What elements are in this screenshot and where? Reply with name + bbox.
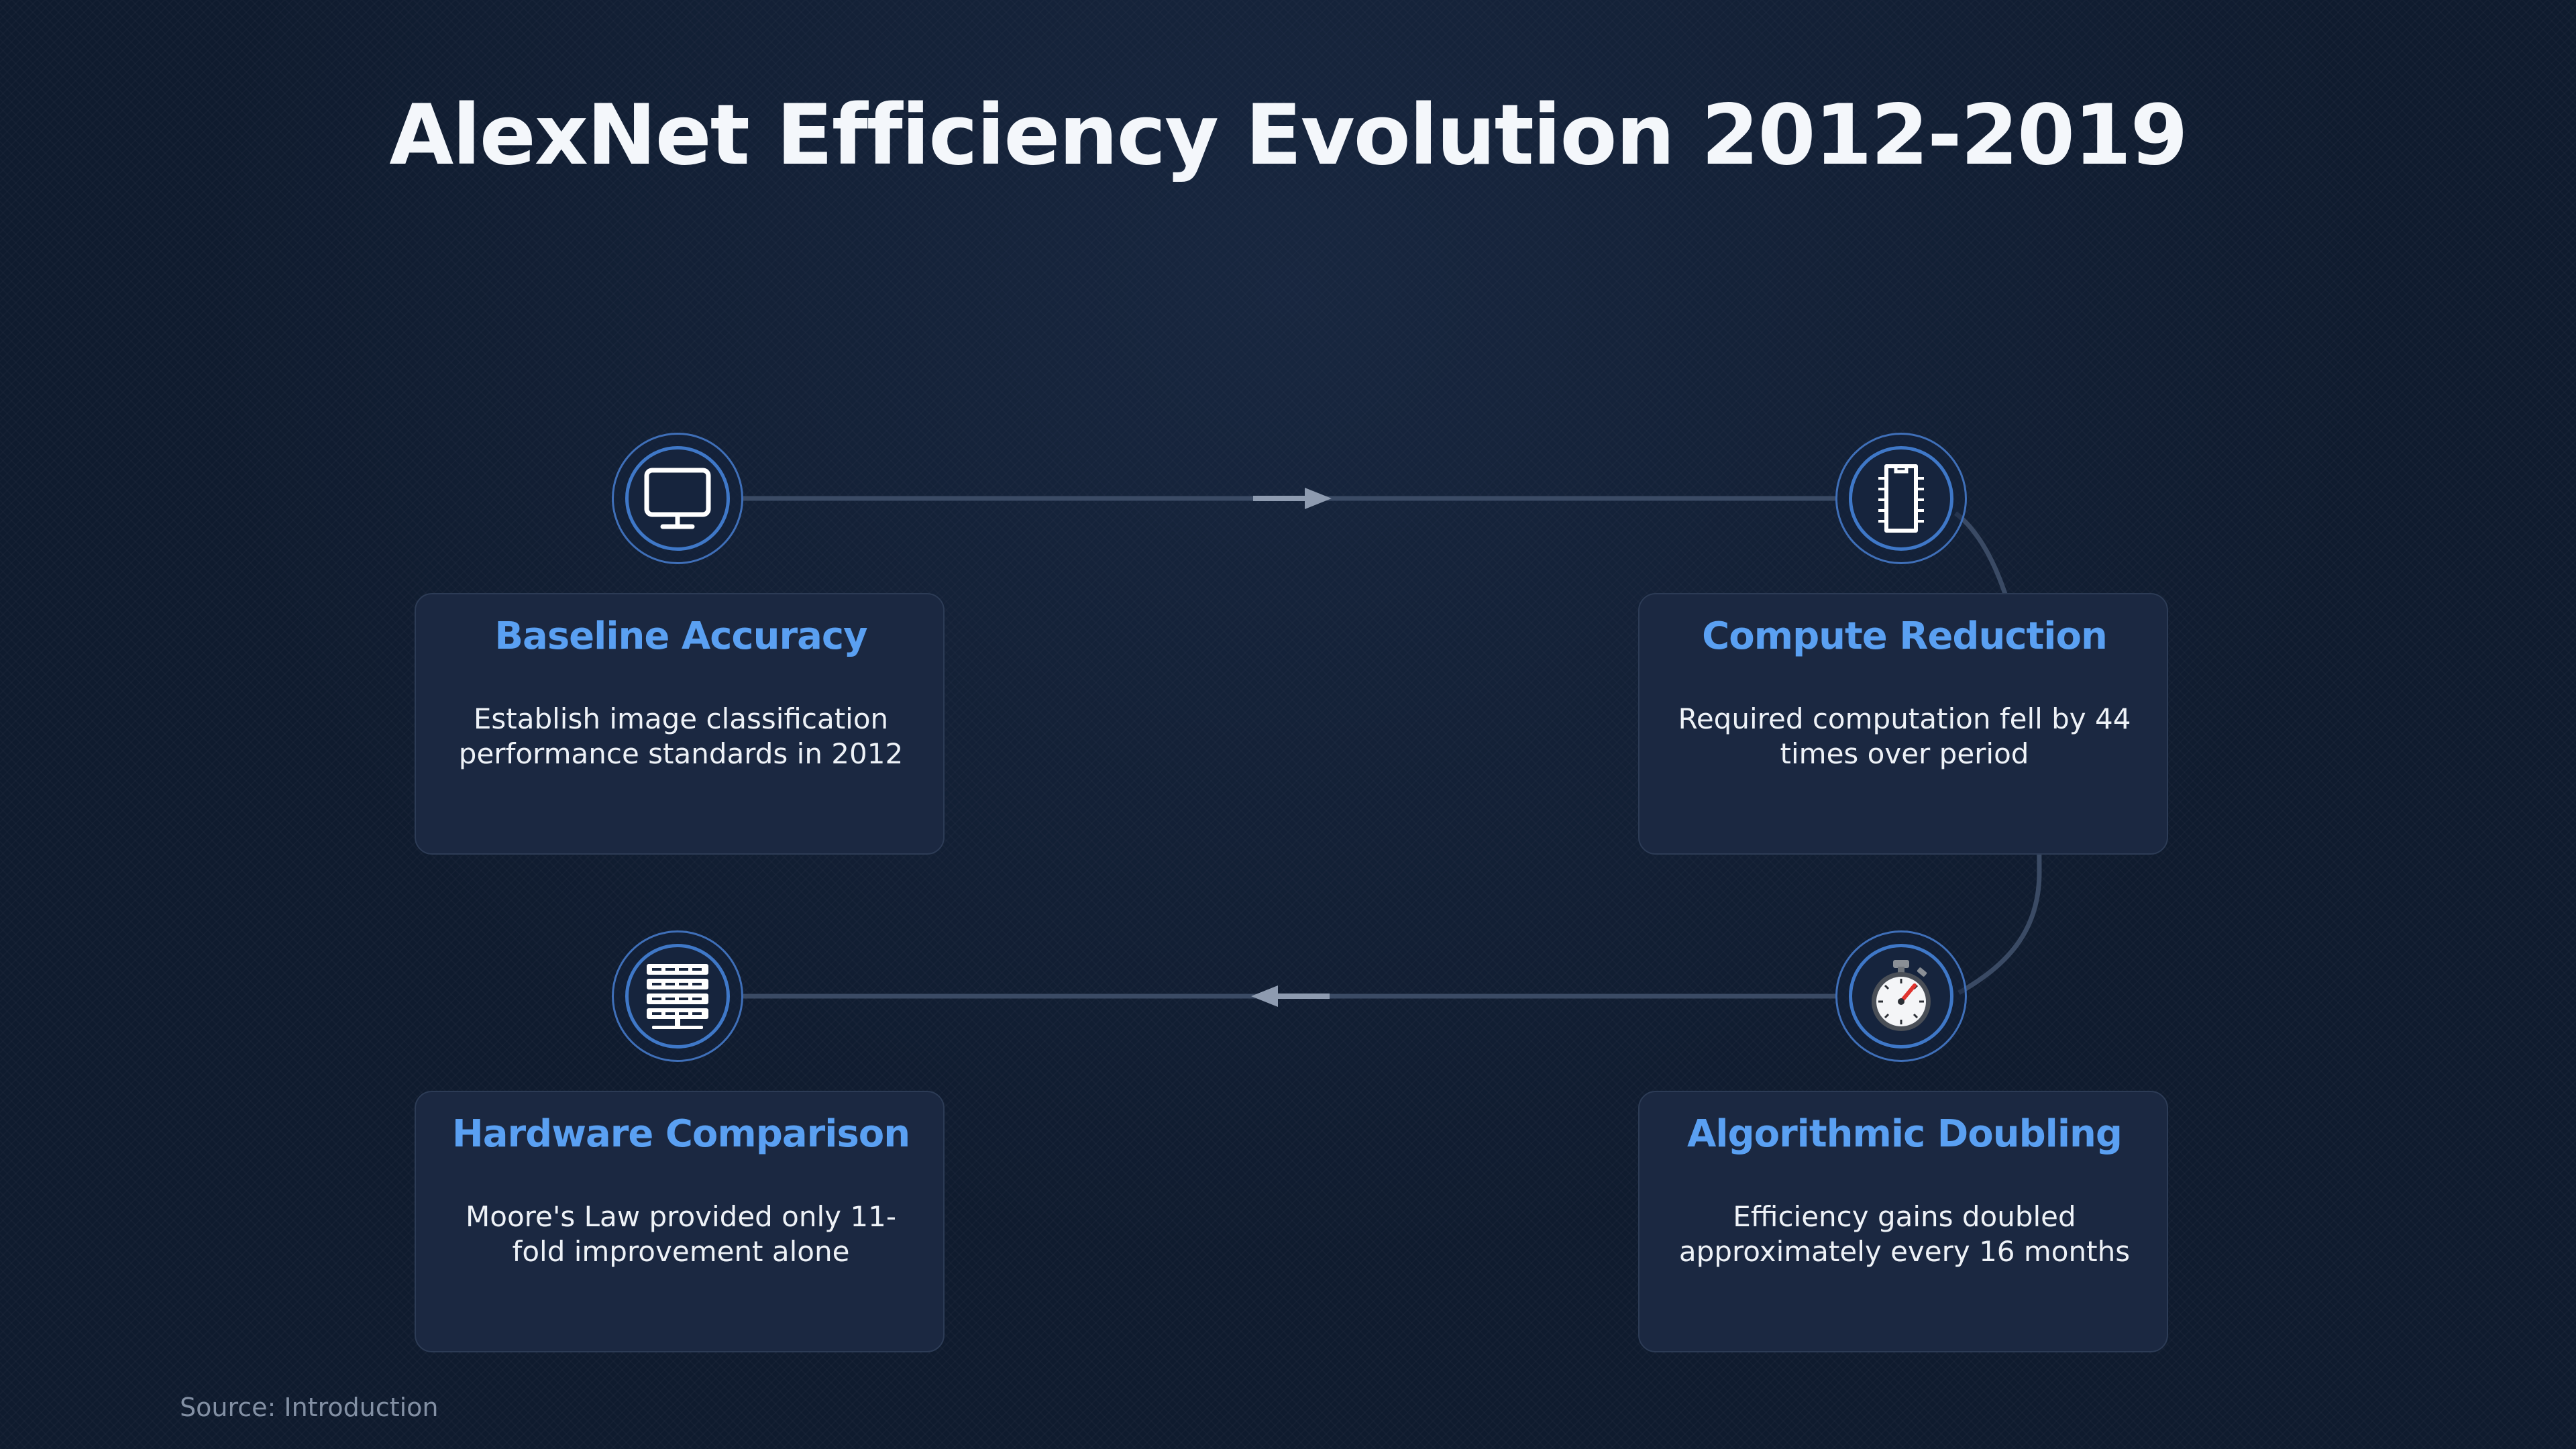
- server-rack-icon: [647, 964, 708, 1029]
- step-card-hardware: Hardware Comparison Moore's Law provided…: [415, 1091, 945, 1352]
- step-title: Compute Reduction: [1702, 614, 2108, 658]
- arrow-left-icon: [1251, 985, 1330, 1007]
- step-description: Required computation fell by 44 times ov…: [1678, 702, 2131, 770]
- step-title: Baseline Accuracy: [494, 614, 867, 658]
- arrow-right-icon: [1253, 488, 1332, 509]
- step-card-compute: Compute Reduction Required computation f…: [1638, 593, 2168, 855]
- step-title: Algorithmic Doubling: [1686, 1112, 2123, 1156]
- stopwatch-icon: [1872, 960, 1931, 1031]
- step-card-algorithmic: Algorithmic Doubling Efficiency gains do…: [1638, 1091, 2168, 1352]
- monitor-icon: [644, 468, 711, 529]
- step-title: Hardware Comparison: [451, 1112, 910, 1156]
- source-note: Source: Introduction: [180, 1393, 439, 1422]
- chip-icon: [1878, 464, 1924, 533]
- step-node-baseline: [612, 433, 743, 564]
- step-node-algorithmic: [1835, 930, 1967, 1062]
- step-description: Establish image classification performan…: [458, 702, 904, 770]
- step-description: Efficiency gains doubled approximately e…: [1678, 1200, 2131, 1268]
- step-description: Moore's Law provided only 11-fold improv…: [466, 1200, 896, 1268]
- step-node-compute: [1835, 433, 1967, 564]
- page-title: AlexNet Efficiency Evolution 2012-2019: [389, 87, 2188, 184]
- step-node-hardware: [612, 930, 743, 1062]
- step-card-baseline: Baseline Accuracy Establish image classi…: [415, 593, 945, 855]
